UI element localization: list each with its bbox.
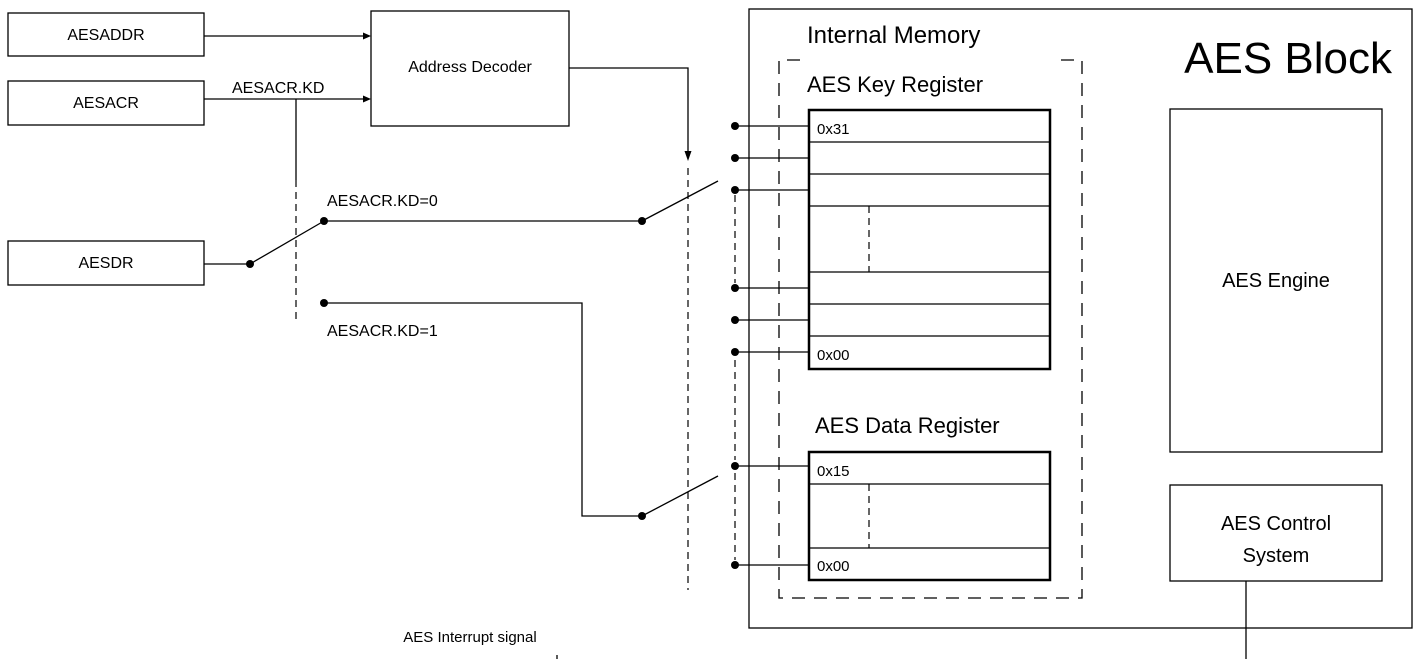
internal-memory: Internal Memory: [778, 22, 1083, 599]
aes-control-system: AES Control System: [1169, 484, 1383, 659]
data-register: AES Data Register 0x15 0x00: [807, 413, 1052, 582]
key-register: AES Key Register 0x31 0x00: [807, 72, 1052, 371]
aes-engine-label: AES Engine: [1222, 270, 1330, 292]
data-bottom-address: 0x00: [817, 558, 850, 575]
arrow-head: [363, 32, 371, 40]
data-switch-wires: [204, 180, 736, 560]
control-system-line-2: System: [1243, 545, 1310, 567]
aesaddr-label: AESADDR: [67, 27, 144, 44]
key-register-contacts: [731, 122, 809, 356]
data-register-title: AES Data Register: [815, 413, 1000, 438]
key-top-address: 0x31: [817, 121, 850, 138]
kd0-label: AESACR.KD=0: [327, 193, 438, 210]
interrupt-signal-label: AES Interrupt signal: [403, 629, 536, 646]
arrow-head: [684, 151, 692, 161]
input-wires: [204, 32, 692, 590]
aesacr-register: AESACR: [7, 80, 205, 126]
aesaddr-register: AESADDR: [7, 12, 205, 57]
aesacr-label: AESACR: [73, 95, 139, 112]
kd1-label: AESACR.KD=1: [327, 323, 438, 340]
aesdr-label: AESDR: [78, 255, 133, 272]
kd-signal-label: AESACR.KD: [232, 80, 324, 97]
address-decoder: Address Decoder: [370, 10, 570, 127]
aesdr-register: AESDR: [7, 240, 205, 286]
arrow-head: [363, 95, 371, 103]
data-register-contacts: [731, 462, 809, 569]
key-bottom-address: 0x00: [817, 347, 850, 364]
address-decoder-label: Address Decoder: [408, 59, 532, 76]
key-register-title: AES Key Register: [807, 72, 983, 97]
internal-memory-label: Internal Memory: [807, 22, 980, 49]
control-system-line-1: AES Control: [1221, 513, 1331, 535]
aes-block-title: AES Block: [1184, 34, 1393, 83]
data-top-address: 0x15: [817, 463, 850, 480]
aes-engine: AES Engine: [1169, 108, 1383, 453]
